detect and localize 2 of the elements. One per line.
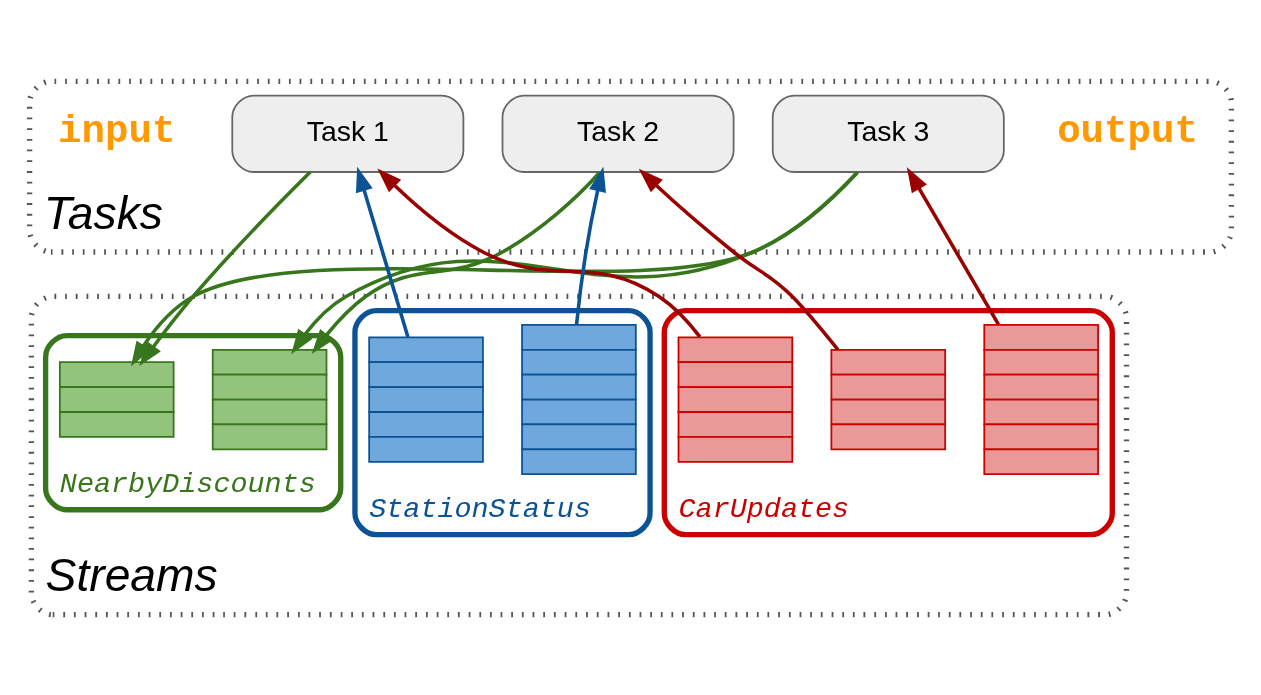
label: input [58, 108, 176, 154]
label: output [1057, 108, 1198, 154]
